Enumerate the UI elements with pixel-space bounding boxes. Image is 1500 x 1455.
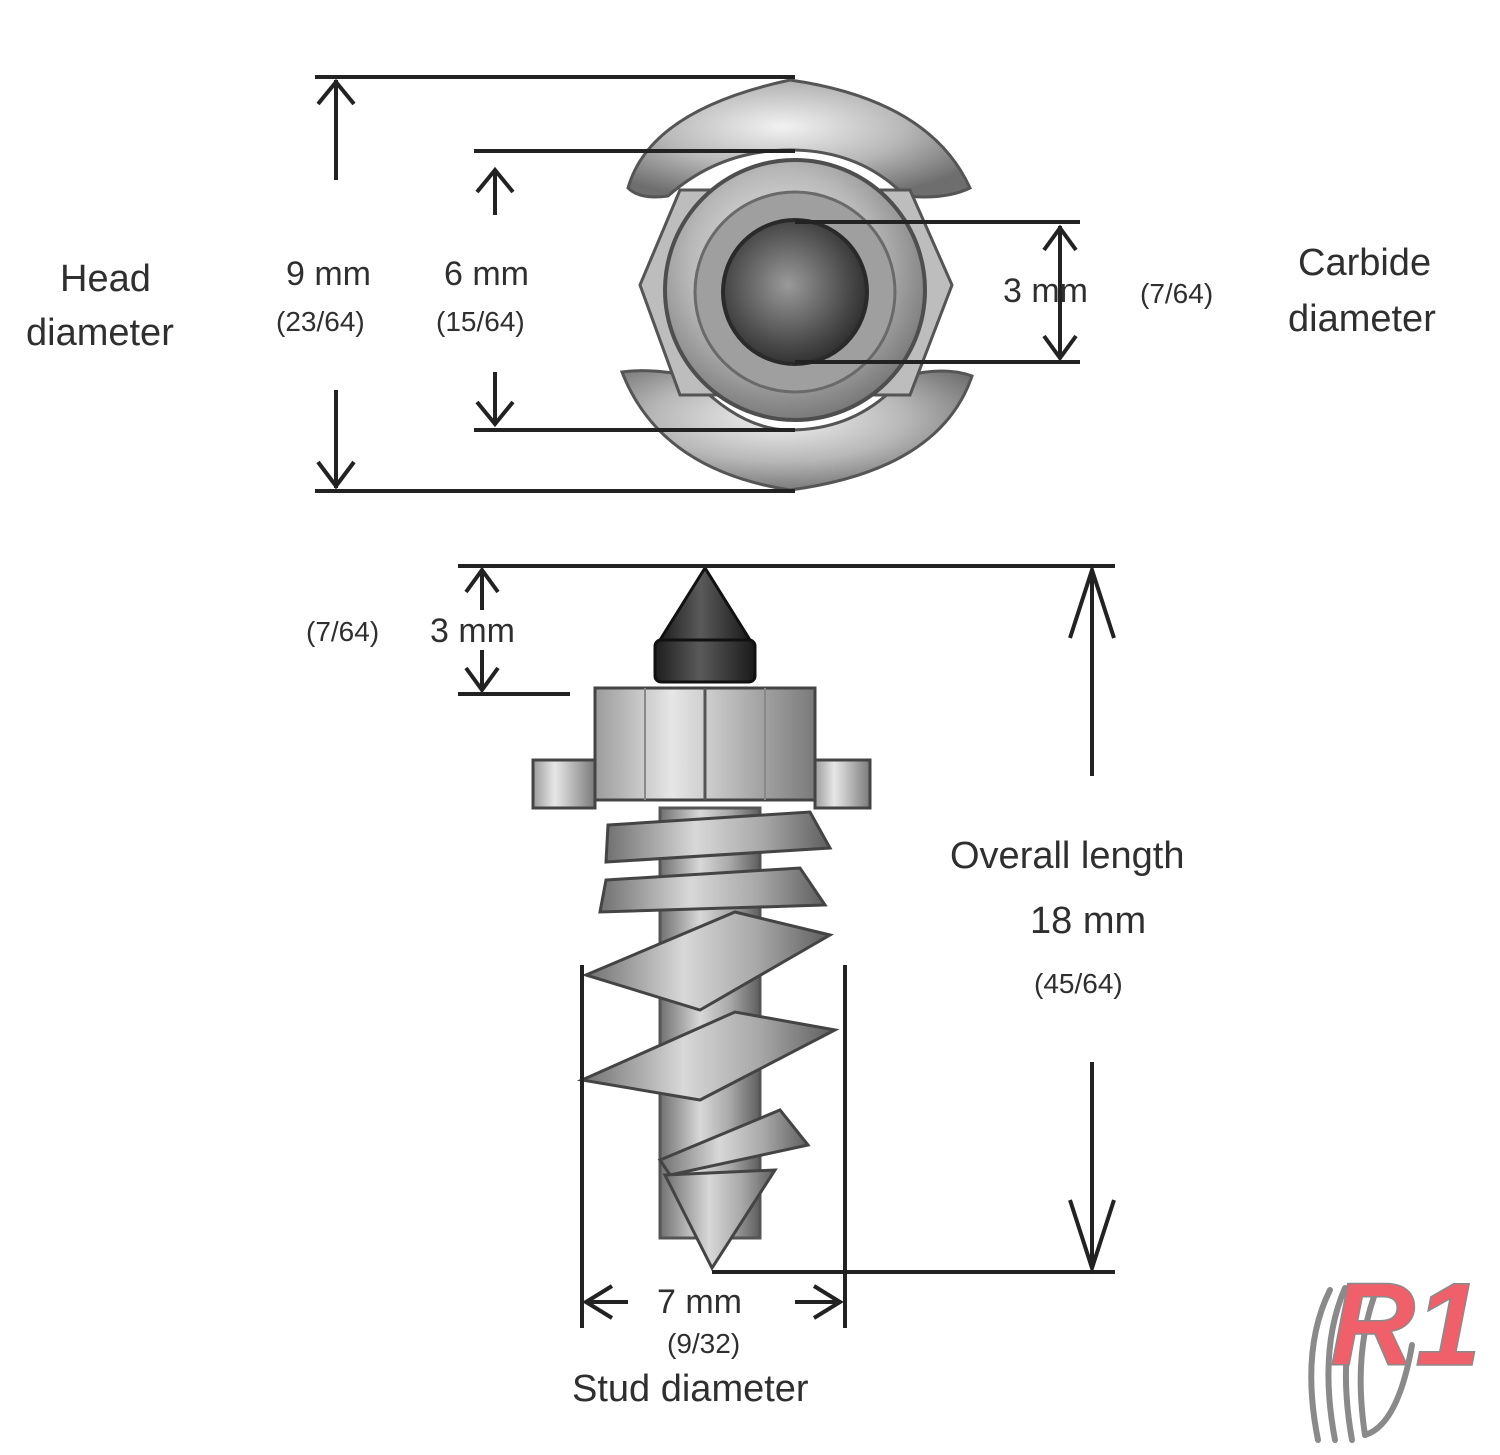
overall-length-inch: (45/64): [1034, 968, 1123, 999]
head-inner-dimension: [474, 149, 795, 432]
r1-logo-text: R1: [1330, 1259, 1481, 1391]
head-inner-mm: 6 mm: [444, 255, 529, 293]
overall-length-title: Overall length: [950, 835, 1185, 877]
head-outer-inch: (23/64): [276, 306, 365, 337]
stud-side-view: [531, 565, 872, 1272]
tip-height-dimension: [458, 564, 1115, 696]
overall-length-dimension: [712, 563, 1116, 1275]
stud-diameter-title: Stud diameter: [572, 1368, 809, 1410]
head-inner-inch: (15/64): [436, 306, 525, 337]
carbide-mm: 3 mm: [1003, 272, 1088, 310]
tip-height-inch: (7/64): [306, 616, 380, 647]
carbide-dimension: [795, 220, 1080, 364]
carbide-inch: (7/64): [1140, 278, 1214, 309]
overall-length-mm: 18 mm: [1030, 900, 1147, 942]
head-outer-mm: 9 mm: [286, 255, 371, 293]
tip-height-mm: 3 mm: [430, 612, 515, 650]
stud-head-top-view: [619, 78, 974, 492]
head-outer-dimension: [315, 75, 795, 493]
r1-logo: R1: [1308, 1258, 1482, 1443]
carbide-diameter-title-line2: diameter: [1288, 298, 1436, 340]
stud-diameter-dimension: [580, 965, 847, 1328]
stud-diameter-inch: (9/32): [667, 1328, 741, 1359]
head-diameter-title-line1: Head: [60, 258, 151, 300]
head-diameter-title-line2: diameter: [26, 312, 174, 354]
carbide-diameter-title-line1: Carbide: [1298, 242, 1432, 284]
stud-diameter-mm: 7 mm: [657, 1283, 742, 1321]
